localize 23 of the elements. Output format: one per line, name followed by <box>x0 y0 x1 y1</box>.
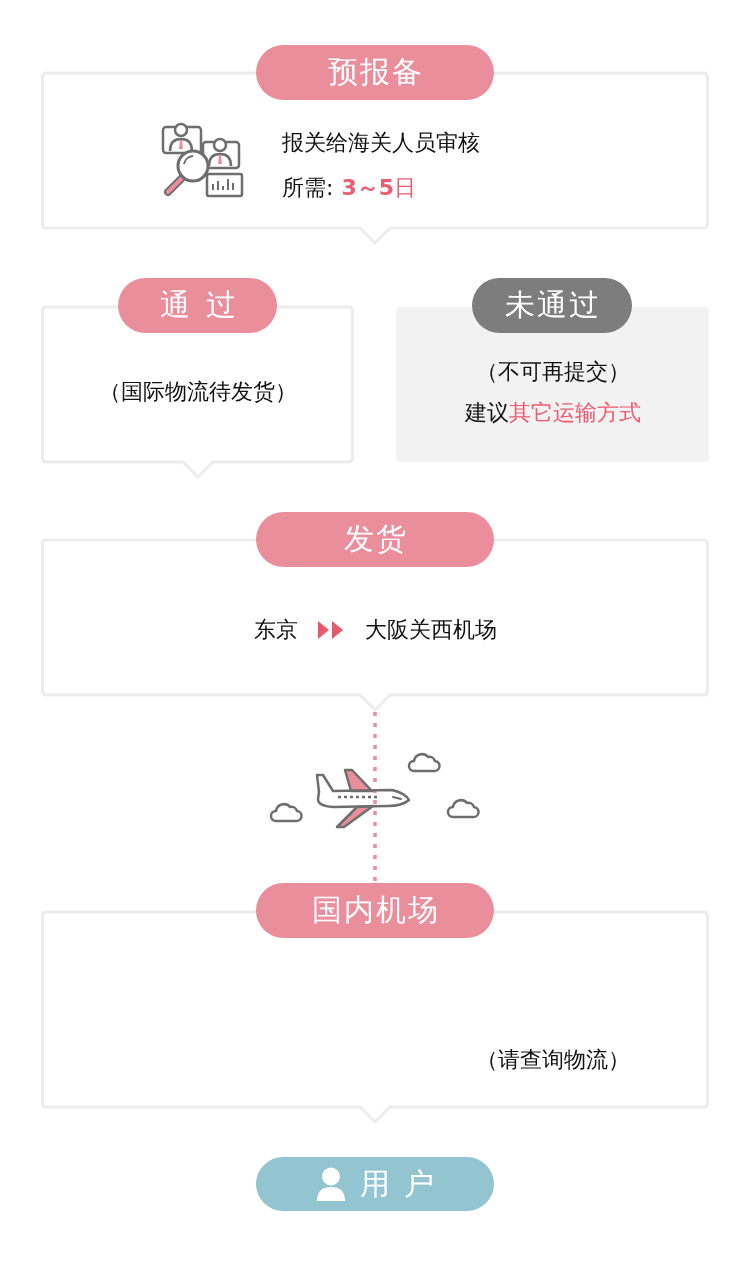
destination-label: 大阪关西机场 <box>364 616 497 644</box>
description-text: 报关给海关人员审核 <box>282 129 480 157</box>
step-heading: 未通过 <box>472 278 632 333</box>
status-panel <box>396 278 709 462</box>
step-heading: 国内机场 <box>256 883 494 938</box>
dotted-connector <box>373 712 377 883</box>
callout-box <box>41 883 709 1123</box>
step-heading: 通过 <box>118 278 277 333</box>
status-note: （国际物流待发货） <box>98 378 297 406</box>
duration-label: 所需: <box>282 174 334 202</box>
end-step-pill <box>256 1157 494 1211</box>
status-note: （不可再提交） <box>475 358 630 386</box>
duration-value: 3～5日 <box>341 174 417 202</box>
callout-box <box>41 512 709 712</box>
suggestion-highlight: 其它运输方式 <box>508 399 641 427</box>
suggestion-text: 建议 <box>464 399 509 427</box>
callout-box <box>41 45 709 245</box>
callout-box <box>41 278 354 478</box>
step-heading: 发货 <box>256 512 494 567</box>
tracking-note: （请查询物流） <box>476 1046 630 1074</box>
step-heading: 预报备 <box>256 45 494 100</box>
step-heading: 用户 <box>360 1164 448 1203</box>
origin-label: 东京 <box>253 616 298 644</box>
